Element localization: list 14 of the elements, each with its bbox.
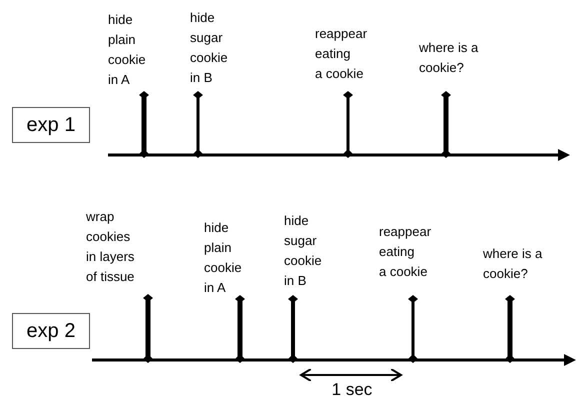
event-label: where is a cookie? [483, 245, 542, 283]
experiment-label: exp 1 [26, 114, 76, 136]
event-label: reappear eating a cookie [379, 223, 432, 281]
event-label: wrap cookies in layers of tissue [86, 208, 134, 286]
event-label: reappear eating a cookie [315, 25, 368, 83]
event-label: hide plain cookie in A [108, 11, 146, 89]
event-label: hide plain cookie in A [204, 219, 242, 297]
duration-label: 1 sec [332, 380, 372, 400]
experiment-label-box [12, 107, 90, 143]
experiment-label: exp 2 [26, 320, 76, 342]
event-label: hide sugar cookie in B [284, 212, 322, 290]
event-label: hide sugar cookie in B [190, 9, 228, 87]
experiment-label-box [12, 313, 90, 349]
event-label: where is a cookie? [419, 39, 478, 77]
